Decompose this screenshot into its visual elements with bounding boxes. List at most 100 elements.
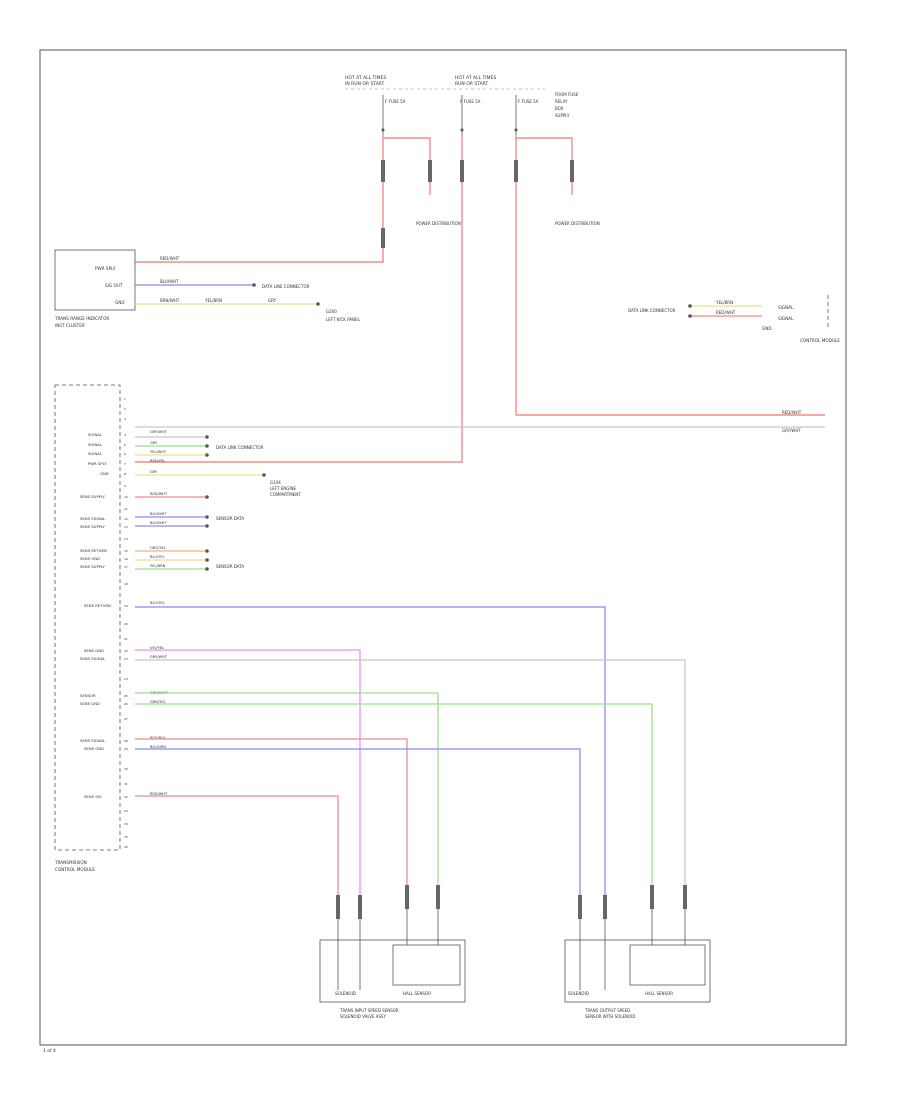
tcm-pin-label: SENS SUPPLY: [80, 494, 106, 499]
wire-label: ORG/YEL: [150, 546, 166, 550]
svg-text:35: 35: [124, 835, 128, 839]
wire-label: RED/BLK: [150, 736, 166, 740]
right-dest: DATA LINK CONNECTOR: [628, 308, 676, 313]
terminal-dot: [262, 473, 266, 477]
bottom-right-title-2: SENSOR WITH SOLENOID: [585, 1014, 636, 1019]
tcm-pin-label: SENS GND: [80, 556, 100, 561]
svg-text:32: 32: [124, 795, 128, 799]
sensor-wire-green-2: [135, 703, 653, 895]
wire-label: YEL/WHT: [150, 450, 167, 454]
power-dist-label-1: POWER DISTRIBUTION: [416, 221, 461, 226]
wire-label: RED/WHT: [150, 792, 168, 796]
terminal-dot: [205, 524, 209, 528]
svg-text:31: 31: [124, 782, 128, 786]
fuse-icon: [460, 95, 464, 135]
cluster-pin-3: GND: [115, 300, 125, 305]
svg-text:20: 20: [124, 622, 128, 626]
svg-text:17: 17: [124, 565, 128, 569]
tcm-pin-label: GND: [100, 471, 109, 476]
tcm-pin-label: SIGNAL: [88, 451, 103, 456]
supply-wire-1: [135, 135, 384, 263]
svg-text:21: 21: [124, 637, 128, 641]
output-speed-sensor-box: [564, 939, 711, 1003]
svg-text:19: 19: [124, 604, 128, 608]
svg-text:34: 34: [124, 822, 128, 826]
bottom-right-title-1: TRANS OUTPUT SPEED: [584, 1008, 630, 1013]
note-1: FROM FUSE: [555, 92, 579, 97]
connector-mark: [578, 895, 582, 919]
top-hot-label-1: HOT AT ALL TIMES: [345, 75, 386, 81]
svg-text:3: 3: [124, 417, 126, 421]
tcm-pin-label: SENS SIGNAL: [80, 656, 106, 661]
cluster-title-2: INST CLUSTER: [55, 323, 85, 328]
svg-text:12: 12: [124, 517, 128, 521]
tcm-pin-label: SIGNAL: [88, 432, 103, 437]
tcm-dest-1: DATA LINK CONNECTOR: [216, 445, 264, 450]
bottom-left-label-1: SOLENOID: [335, 991, 356, 996]
svg-text:16: 16: [124, 557, 128, 561]
sensor-wire-gray: [135, 659, 686, 895]
supply-wire-3: [515, 135, 825, 416]
note-3: BOX: [555, 106, 564, 111]
terminal-dot: [205, 549, 209, 553]
connector-mark: [336, 895, 340, 919]
wire-label: YEL/BRN: [150, 564, 166, 568]
wire-label: BLU/YEL: [150, 601, 165, 605]
wire-label: GRN/YEL: [150, 700, 166, 704]
bottom-left-title-1: TRANS INPUT SPEED SENSOR: [339, 1008, 399, 1013]
svg-text:33: 33: [124, 809, 128, 813]
svg-text:25: 25: [124, 694, 128, 698]
wire-label: VIO/YEL: [150, 646, 164, 650]
wire-label: GRY/WHT: [150, 655, 168, 659]
supply-branch-1: [383, 137, 431, 195]
fuse-label-1: F FUSE 5A: [385, 99, 406, 104]
connector-mark: [436, 885, 440, 909]
cluster-wire-3c: GRY: [268, 298, 277, 303]
connector-mark: [428, 160, 432, 182]
tcm-dest-2b: LEFT ENGINE: [270, 486, 296, 491]
svg-text:24: 24: [124, 677, 128, 681]
tcm-wire-labels: GRY/WHT GRY YEL/WHT RED/YEL GRY RED/WHT …: [150, 430, 168, 796]
terminal-dot: [688, 314, 692, 318]
terminal-dot: [205, 558, 209, 562]
svg-text:36: 36: [124, 845, 128, 849]
cluster-pin-1: PWR SPLY: [95, 266, 116, 271]
wire-label: RED/WHT: [150, 492, 168, 496]
bottom-left-title-2: SOLENOID VALVE ASSY: [340, 1014, 386, 1019]
wire-label: BLU/WHT: [150, 512, 167, 516]
cluster-wire-3: BRN/WHT: [160, 298, 180, 303]
tcm-pin-label: SENS SIGNAL: [80, 738, 106, 743]
right-end-1: RED/WHT: [782, 410, 802, 415]
bottom-right-label-1: SOLENOID: [568, 991, 589, 996]
top-hot-label-2: HOT AT ALL TIMES: [455, 75, 496, 81]
terminal-dot: [205, 453, 209, 457]
sensor-wire-blue-2: [135, 748, 581, 895]
connector-mark: [514, 160, 518, 182]
connector-mark: [650, 885, 654, 909]
tcm-title-2: CONTROL MODULE: [55, 867, 95, 872]
instrument-cluster-box: [54, 249, 136, 311]
sensor-wire-red-1: [135, 738, 408, 895]
bottom-left-label-2: HALL SENSOR: [403, 991, 431, 996]
wire-label: GRY: [150, 441, 158, 445]
note-2: RELAY: [555, 99, 568, 104]
tcm-title-1: TRANSMISSION: [54, 860, 87, 865]
svg-text:8: 8: [124, 472, 126, 476]
wire-label: BLU/YEL: [150, 555, 165, 559]
svg-text:22: 22: [124, 649, 128, 653]
tcm-dest-2c: COMPARTMENT: [270, 492, 301, 497]
tcm-pin-label: SENS RETURN: [84, 603, 111, 608]
svg-text:13: 13: [124, 525, 128, 529]
svg-text:11: 11: [124, 507, 128, 511]
svg-text:1: 1: [124, 397, 126, 401]
connector-mark: [570, 160, 574, 182]
right-pin-3: GND: [762, 326, 772, 331]
svg-text:28: 28: [124, 739, 128, 743]
terminal-dot: [205, 435, 209, 439]
diagram-frame: [39, 49, 847, 1046]
wire-label: GRY: [150, 470, 158, 474]
terminal-dot: [252, 283, 256, 287]
connector-mark: [460, 160, 464, 182]
